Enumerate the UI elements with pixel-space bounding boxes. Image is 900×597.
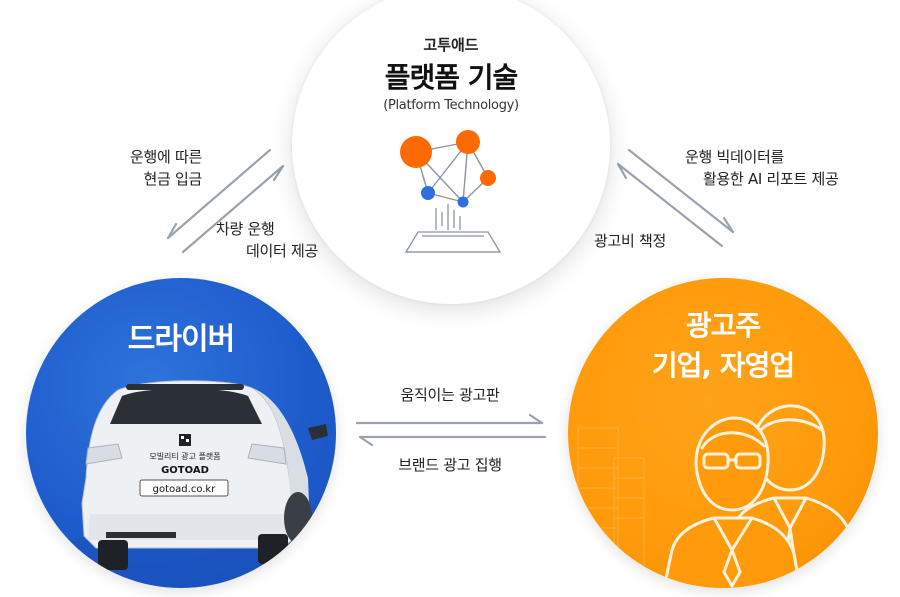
car-url: gotoad.co.kr	[153, 484, 217, 495]
businesspeople-icon	[577, 404, 860, 588]
advertiser-line1: 광고주	[685, 309, 761, 342]
car-image: 모빌리티 광고 플랫폼 GOTOAD gotoad.co.kr	[26, 380, 336, 588]
car-text: 모빌리티 광고 플랫폼	[149, 451, 220, 461]
label-ad-pricing: 광고비 책정	[594, 232, 666, 250]
advertiser-line2: 기업, 자영업	[651, 349, 795, 382]
platform-subtitle: (Platform Technology)	[383, 98, 519, 113]
label-cash-deposit: 운행에 따른 현금 입금	[130, 148, 202, 188]
advertiser-label: 광고주 기업, 자영업	[568, 306, 878, 386]
advertiser-circle: 광고주 기업, 자영업	[568, 278, 878, 588]
platform-title: 플랫폼 기술	[384, 61, 519, 94]
arrow-driver-to-platform	[181, 164, 285, 254]
driver-label: 드라이버	[127, 322, 235, 357]
driver-circle: 드라이버 모빌리티 광고 플랫폼 GOTOAD gotoad.co.kr	[26, 278, 336, 588]
network-icon	[400, 130, 502, 253]
label-moving-billboard: 움직이는 광고판	[400, 386, 500, 404]
arrow-platform-to-advertiser	[627, 148, 735, 234]
arrow-advertiser-to-platform	[616, 162, 724, 248]
car-brand: GOTOAD	[161, 465, 209, 476]
label-brand-ads: 브랜드 광고 집행	[398, 456, 502, 474]
arrow-platform-to-driver	[166, 148, 272, 240]
label-ai-report: 운행 빅데이터를 활용한 AI 리포트 제공	[685, 148, 839, 188]
label-driving-data: 차량 운행 데이터 제공	[216, 220, 318, 260]
platform-company: 고투애드	[423, 36, 479, 54]
platform-circle: 고투애드 플랫폼 기술 (Platform Technology)	[292, 0, 610, 304]
